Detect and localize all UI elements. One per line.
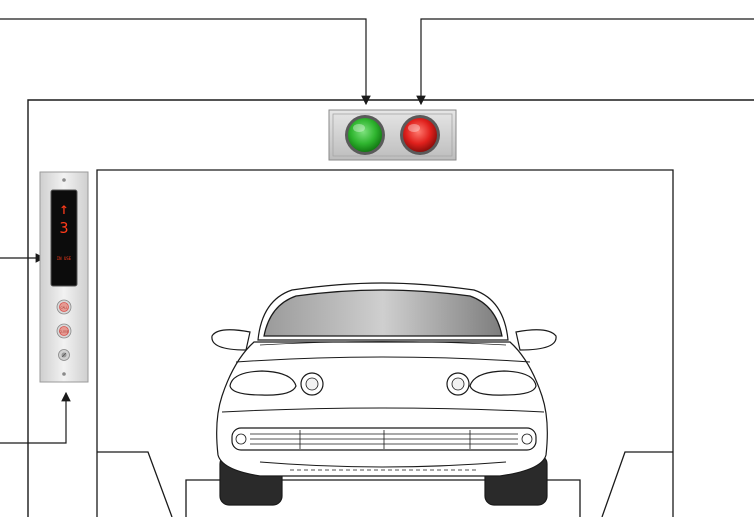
gate-opening [96, 169, 674, 517]
leader-line-panel [0, 391, 71, 444]
outer-wall [27, 99, 754, 517]
call-button[interactable]: CALL [56, 299, 72, 315]
leader-line-green [0, 18, 371, 106]
traffic-light [328, 109, 457, 161]
floor-ramp [97, 451, 173, 517]
floor-number: 3 [59, 219, 68, 237]
direction-arrow: ↑ [59, 199, 69, 218]
car-front-icon [211, 282, 557, 506]
control-panel: ↑ 3 IN USE CALL CLOSE [39, 171, 89, 383]
leader-line-red [416, 18, 754, 106]
leader-lines [0, 18, 754, 444]
close-button[interactable]: CLOSE [56, 323, 72, 339]
svg-text:CALL: CALL [61, 306, 68, 310]
status-text: IN USE [57, 256, 72, 261]
svg-text:CLOSE: CLOSE [59, 330, 69, 334]
key-switch-icon[interactable] [58, 349, 70, 361]
floor-display [50, 189, 78, 287]
floor-plate [185, 479, 581, 517]
